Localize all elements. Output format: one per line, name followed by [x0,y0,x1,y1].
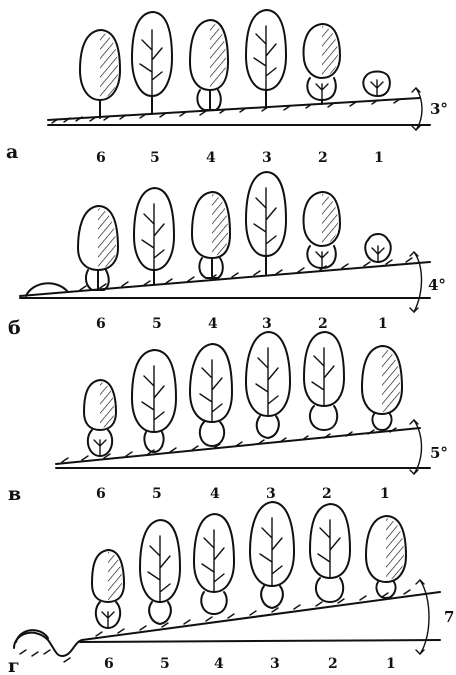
panel-letter-v: в [8,483,21,505]
tree-number: 4 [210,486,220,502]
tree-number: 2 [328,656,338,672]
tree-b1 [365,234,391,262]
tree-number: 4 [206,150,216,166]
tree-a2 [304,24,340,104]
tree-g3 [250,502,294,608]
tree-a4 [190,20,228,110]
tree-number: 3 [266,486,276,502]
tree-number: 1 [374,150,384,166]
tree-number: 1 [386,656,396,672]
tree-g4 [194,514,234,614]
tree-a3 [246,10,286,108]
tree-g6 [92,550,124,628]
panel-letter-b: б [8,317,21,339]
tree-a6 [80,30,120,118]
tree-g5 [140,520,180,624]
tree-numbers-g: 6 5 4 3 2 1 [104,656,396,672]
slope-angle-v: 5° [430,444,448,462]
panel-a: 3° а 6 5 4 3 2 1 [6,10,448,166]
tree-number: 2 [318,150,328,166]
tree-number: 2 [318,316,328,332]
tree-number: 4 [208,316,218,332]
tree-number: 6 [96,150,106,166]
tree-number: 6 [96,486,106,502]
ground-a [48,98,430,125]
tree-number: 6 [96,316,106,332]
tree-number: 3 [262,316,272,332]
panel-v: 5° в 6 5 4 3 2 1 [8,332,448,505]
tree-v6 [84,380,116,456]
tree-number: 3 [270,656,280,672]
tree-number: 5 [152,486,162,502]
tree-number: 6 [104,656,114,672]
tree-number: 3 [262,150,272,166]
tree-number: 1 [380,486,390,502]
panel-g: 7 г 6 5 4 3 2 1 [8,502,454,675]
tree-v1 [362,346,402,430]
ground-b [20,258,430,298]
tree-g1 [366,516,406,598]
tree-number: 5 [152,316,162,332]
slope-angle-a: 3° [430,100,448,118]
slope-angle-b: 4° [428,276,446,294]
tree-number: 5 [150,150,160,166]
tree-g2 [310,504,350,602]
angle-marker-g [416,580,429,654]
angle-marker-a [412,88,422,130]
angle-marker-b [410,252,422,312]
tree-v3 [246,332,290,438]
tree-b5 [134,188,174,284]
panel-b: 4° б 6 5 4 3 2 1 [8,172,446,339]
tree-numbers-b: 6 5 4 3 2 1 [96,316,388,332]
tree-v2 [304,332,344,430]
tree-b4 [192,192,230,278]
tree-v4 [190,344,232,446]
tree-a5 [132,12,172,114]
tree-v5 [132,350,176,452]
panel-letter-a: а [6,141,18,163]
tree-number: 4 [214,656,224,672]
tree-number: 5 [160,656,170,672]
ground-v [56,428,430,468]
tree-numbers-a: 6 5 4 3 2 1 [96,150,384,166]
slope-angle-g: 7 [444,608,454,626]
tree-number: 1 [378,316,388,332]
tree-b3 [246,172,286,274]
tree-a1 [363,72,390,97]
tree-numbers-v: 6 5 4 3 2 1 [96,486,390,502]
tree-b2 [304,192,340,268]
tree-b6 [78,206,118,290]
panel-letter-g: г [8,655,20,675]
tree-number: 2 [322,486,332,502]
